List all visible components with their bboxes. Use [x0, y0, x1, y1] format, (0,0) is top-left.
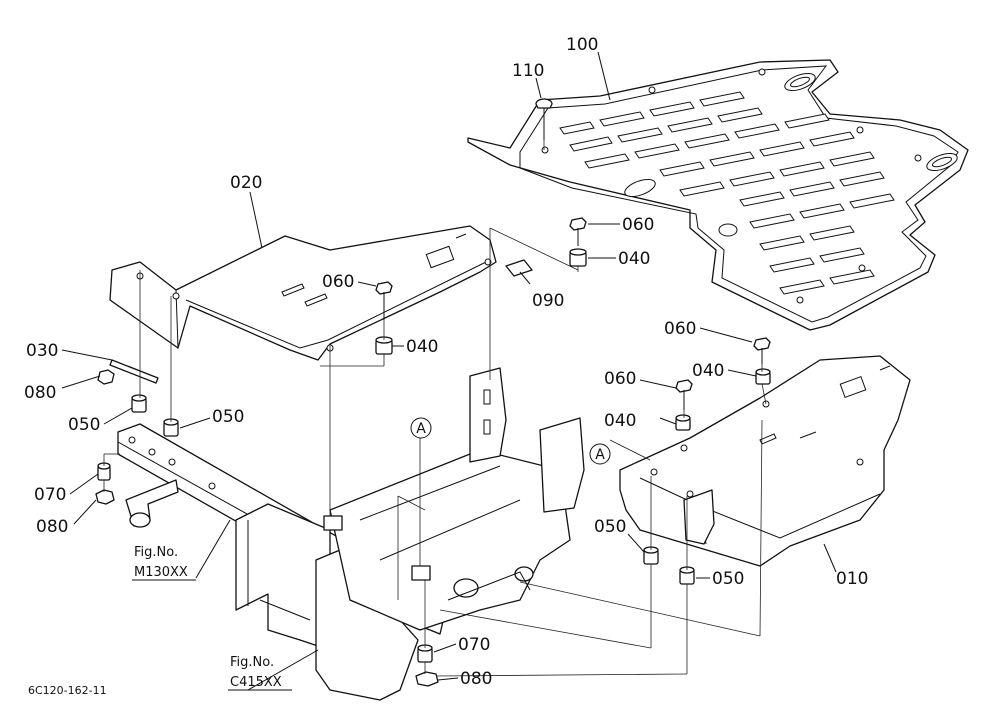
collar-part-050-c	[643, 546, 659, 565]
part-label-050-d: 050	[712, 569, 744, 589]
part-label-060-d: 060	[604, 369, 636, 389]
spacer-part-070-bottom	[417, 644, 433, 663]
leader-lines	[61, 51, 837, 691]
cover-part-010	[619, 355, 911, 567]
part-label-020: 020	[230, 173, 262, 193]
bolt-part-060-a	[375, 281, 393, 320]
bolt-part-060-c	[753, 337, 771, 364]
washer-part-040-c	[755, 368, 771, 385]
part-label-040-a: 040	[406, 337, 438, 357]
nut-part-080-bottom	[415, 671, 439, 687]
nut-part-080-upper	[97, 369, 115, 385]
figure-ref-line1: Fig.No.	[134, 545, 178, 560]
washer-part-040-d	[675, 414, 691, 431]
part-label-010: 010	[836, 569, 868, 589]
frame-assembly	[117, 367, 585, 701]
figure-ref-m130xx: Fig.No. M130XX	[132, 545, 196, 581]
part-label-110: 110	[512, 61, 544, 81]
part-label-070-a: 070	[34, 485, 66, 505]
figure-ref-line2: C415XX	[230, 675, 282, 690]
part-label-060-b: 060	[622, 215, 654, 235]
part-label-060-a: 060	[322, 272, 354, 292]
reference-mark-a-left: A	[410, 417, 432, 439]
reference-mark-label: A	[416, 421, 426, 437]
part-label-040-d: 040	[604, 411, 636, 431]
bolt-part-060-b	[569, 217, 587, 246]
part-label-080-a: 080	[24, 383, 56, 403]
part-label-070-b: 070	[458, 635, 490, 655]
part-label-080-c: 080	[460, 669, 492, 689]
nut-part-080-left	[95, 489, 115, 505]
clip-part-090	[505, 259, 533, 277]
part-label-060-c: 060	[664, 319, 696, 339]
screw-part-110	[535, 98, 553, 140]
washer-part-040-b	[569, 248, 587, 267]
figure-ref-line1: Fig.No.	[230, 655, 274, 670]
reference-mark-a-right: A	[589, 443, 611, 465]
floor-mat-part-100	[467, 59, 969, 331]
part-label-090: 090	[532, 291, 564, 311]
strip-part-030	[109, 359, 159, 384]
part-label-040-b: 040	[618, 249, 650, 269]
collar-part-050-a	[131, 394, 147, 413]
part-label-050-a: 050	[68, 415, 100, 435]
drawing-code: 6C120-162-11	[28, 684, 107, 697]
part-label-100: 100	[566, 35, 598, 55]
assembly-lines	[103, 140, 767, 677]
figure-ref-c415xx: Fig.No. C415XX	[228, 655, 292, 691]
step-plate-part-020	[109, 225, 497, 361]
part-label-040-c: 040	[692, 361, 724, 381]
part-label-080-b: 080	[36, 517, 68, 537]
part-label-030: 030	[26, 341, 58, 361]
reference-mark-label: A	[595, 447, 605, 463]
part-labels: 100 110 020 060 040 060 040 090 030 080 …	[24, 35, 868, 689]
part-label-050-b: 050	[212, 407, 244, 427]
part-label-050-c: 050	[594, 517, 626, 537]
figure-ref-line2: M130XX	[134, 565, 188, 580]
bolt-part-060-d	[675, 379, 693, 410]
